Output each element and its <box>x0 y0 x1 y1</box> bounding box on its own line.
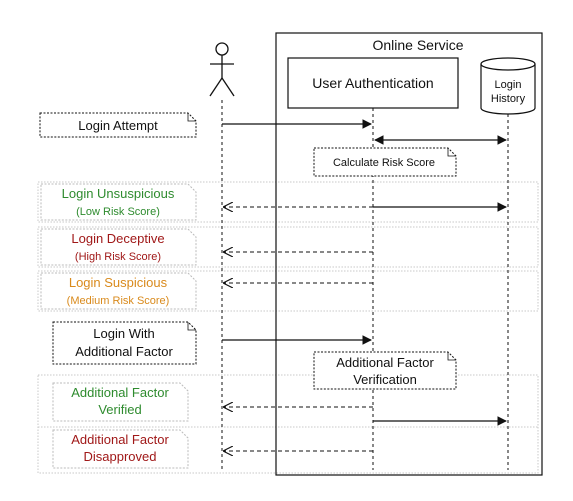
login-attempt-label: Login Attempt <box>78 118 158 133</box>
calculate-risk-note <box>313 147 457 177</box>
group-unsuspicious <box>37 181 539 223</box>
unsuspicious-label-2: (Low Risk Score) <box>76 206 160 218</box>
deceptive-label-1: Login Deceptive <box>71 231 164 246</box>
additional-factor-note <box>52 321 197 365</box>
login-history-label-2: History <box>491 93 526 105</box>
suspicious-note <box>40 272 197 310</box>
deceptive-label-2: (High Risk Score) <box>75 251 161 263</box>
group-deceptive <box>37 226 539 268</box>
online-service-frame <box>275 32 543 476</box>
unsuspicious-label-1: Login Unsuspicious <box>62 186 175 201</box>
disapproved-note <box>52 429 189 469</box>
suspicious-label-2: (Medium Risk Score) <box>67 295 170 307</box>
deceptive-note <box>40 228 197 266</box>
verification-label-1: Additional Factor <box>336 355 434 370</box>
suspicious-label-1: Login Suspicious <box>69 275 168 290</box>
verified-label-1: Additional Factor <box>71 385 169 400</box>
group-suspicious <box>37 270 539 312</box>
additional-factor-label-1: Login With <box>93 326 154 341</box>
login-attempt-note <box>39 112 197 138</box>
disapproved-label-1: Additional Factor <box>71 432 169 447</box>
stick-figure-icon <box>209 42 235 97</box>
verification-note <box>313 351 457 390</box>
unsuspicious-note <box>40 183 197 221</box>
online-service-title: Online Service <box>372 37 463 53</box>
disapproved-label-2: Disapproved <box>84 449 157 464</box>
verified-label-2: Verified <box>98 402 141 417</box>
cylinder-icon <box>480 57 536 115</box>
verification-label-2: Verification <box>353 372 417 387</box>
user-authentication-label: User Authentication <box>312 75 433 91</box>
group-additional-factor <box>37 374 539 474</box>
additional-factor-label-2: Additional Factor <box>75 344 173 359</box>
login-history-label-1: Login <box>495 79 522 91</box>
user-authentication-box <box>287 57 459 109</box>
verified-note <box>52 382 189 422</box>
calculate-risk-label: Calculate Risk Score <box>333 157 435 169</box>
